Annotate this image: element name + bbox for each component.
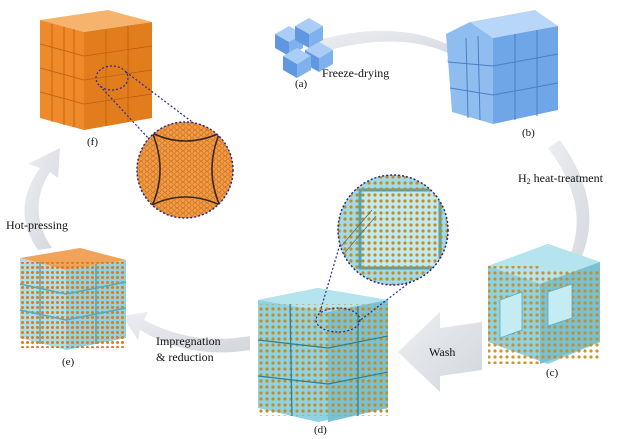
step-label-h2-heat-treatment: H2 heat-treatment [518, 171, 603, 186]
panel-label-b: (b) [522, 127, 535, 139]
panel-label-c: (c) [546, 367, 559, 379]
structure-a-ice-template [275, 18, 333, 78]
cycle-arrows [24, 30, 590, 392]
panel-label-f: (f) [87, 136, 98, 148]
step-label-wash: Wash [429, 345, 456, 359]
step-label-impregnation-line1: Impregnation [156, 334, 221, 348]
arrow-freeze-drying [318, 30, 470, 62]
structure-b-blue-block [446, 10, 559, 124]
arrow-wash [398, 312, 482, 392]
structure-c-carbon-framework [488, 244, 600, 364]
panel-label-d: (d) [314, 424, 327, 436]
h2-subscript: 2 [526, 177, 531, 186]
structure-f-hot-pressed-block [39, 10, 225, 147]
inset-f-magnified [136, 121, 234, 219]
arrow-h2-heat-treatment [548, 140, 590, 292]
step-label-hot-pressing: Hot-pressing [6, 218, 68, 232]
panel-label-e: (e) [62, 356, 75, 368]
arrow-impregnation [122, 312, 250, 353]
structure-e-composite-block [19, 248, 127, 350]
structure-d-impregnated-block [257, 189, 437, 422]
arrow-hot-pressing [24, 148, 60, 250]
h2-suffix: heat-treatment [530, 171, 603, 185]
panel-label-a: (a) [295, 78, 308, 90]
h2-prefix: H [518, 171, 527, 185]
step-label-freeze-drying: Freeze-drying [322, 66, 390, 80]
step-label-impregnation-line2: & reduction [156, 350, 214, 364]
inset-d-magnified [337, 174, 449, 286]
